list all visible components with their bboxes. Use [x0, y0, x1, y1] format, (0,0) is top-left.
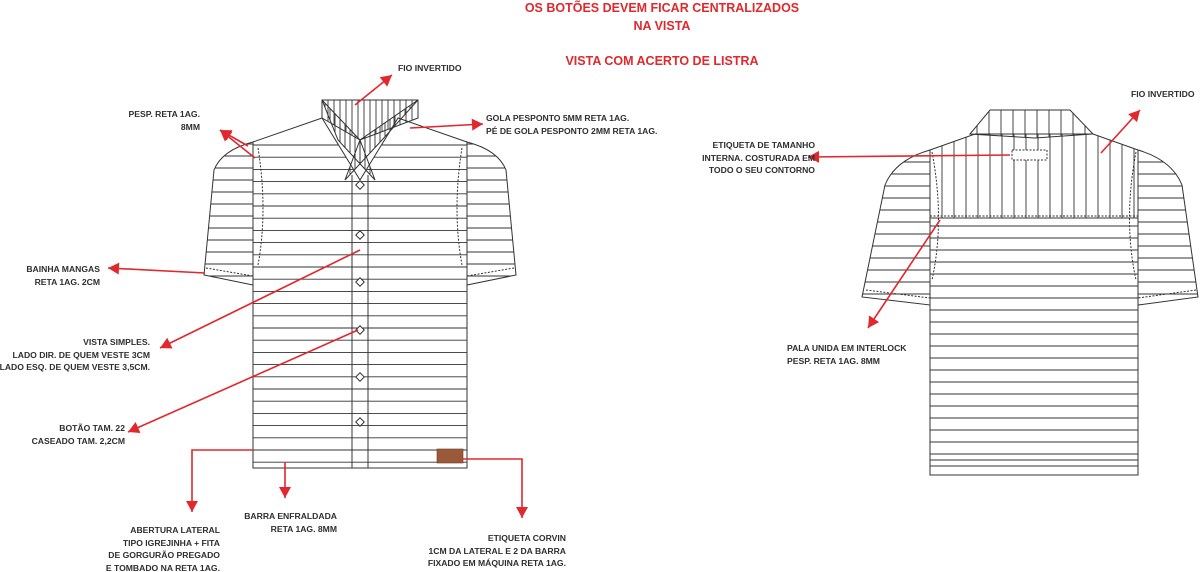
arrow-vista-line	[159, 249, 361, 349]
corvin-label	[436, 448, 464, 464]
back-right-sleeve-hem-stitch	[1137, 289, 1197, 299]
arrow-abertura	[186, 449, 253, 512]
back-right-sleeve-outline	[1137, 149, 1199, 306]
back-body-stripes	[930, 225, 1138, 467]
arrow-botao-head	[128, 422, 141, 434]
back-yoke-stripes	[930, 134, 1135, 218]
arrow-pala	[867, 219, 941, 329]
arrow-bainha	[107, 262, 206, 275]
arrow-corvin-head	[516, 507, 528, 518]
front-right-sleeve-stripes	[467, 143, 516, 277]
button-icon	[355, 230, 365, 240]
label-vista: VISTA SIMPLES.LADO DIR. DE QUEM VESTE 3C…	[0, 337, 150, 372]
front-left-armhole-stitch	[257, 147, 264, 266]
front-right-armhole-stitch	[456, 147, 463, 266]
button-icon	[355, 325, 365, 335]
arrow-etiqueta-tamanho	[807, 150, 1011, 163]
label-front-fio-invertido: FIO INVERTIDO	[398, 63, 462, 73]
label-pesp-reta: PESP. RETA 1AG.8MM	[128, 109, 200, 132]
arrow-abertura-line	[191, 449, 253, 512]
back-right-armhole-stitch	[1129, 151, 1137, 281]
collar-right-point-outline	[344, 99, 419, 181]
arrow-etiqueta-tamanho-head	[808, 150, 820, 163]
arrow-etiqueta-tamanho-line	[807, 154, 1011, 158]
header-line-1: OS BOTÕES DEVEM FICAR CENTRALIZADOS	[524, 1, 800, 15]
arrow-pala-line	[867, 219, 941, 329]
back-left-armhole-stitch	[931, 151, 939, 281]
front-left-sleeve-hem-stitch	[205, 267, 254, 277]
arrow-corvin-line	[462, 458, 523, 518]
arrow-vista	[159, 249, 361, 349]
back-body-outline	[929, 217, 1139, 476]
back-collar-outline	[968, 109, 1095, 139]
back-right-sleeve-stripes	[1138, 150, 1198, 295]
arrow-corvin	[462, 458, 528, 518]
arrow-vista-head	[160, 337, 173, 349]
arrow-pala-head	[868, 315, 880, 328]
arrow-botao	[127, 329, 359, 434]
front-left-sleeve-stripes	[204, 143, 253, 277]
arrow-botao-line	[127, 329, 359, 433]
collar-stand-outline	[321, 99, 419, 141]
back-left-sleeve-hem-stitch	[865, 289, 931, 299]
arrow-barra-head	[279, 487, 291, 498]
arrow-back-fio-invertido	[1100, 109, 1141, 154]
button-icon	[355, 417, 365, 427]
front-right-sleeve-outline	[466, 141, 517, 286]
front-right-sleeve-hem-stitch	[466, 267, 515, 277]
arrow-barra	[279, 462, 291, 498]
front-body-outline	[252, 117, 468, 469]
arrow-bainha-line	[107, 267, 206, 274]
arrow-abertura-head	[186, 501, 198, 512]
back-left-sleeve-outline	[861, 149, 931, 306]
label-gola: GOLA PESPONTO 5MM RETA 1AG.PÉ DE GOLA PE…	[486, 113, 658, 136]
collar-left-point-outline	[321, 99, 376, 181]
arrow-front-fio-invertido-head	[379, 75, 392, 87]
back-left-sleeve-stripes	[862, 150, 930, 295]
button-icon	[355, 180, 365, 190]
arrow-gola-line	[409, 123, 484, 129]
button-icon	[355, 372, 365, 382]
arrow-gola	[409, 118, 484, 131]
header-line-2: NA VISTA	[633, 19, 691, 33]
front-body-stripes	[253, 144, 467, 463]
arrow-pesp-reta-b	[219, 129, 249, 147]
button-icon	[355, 277, 365, 287]
arrow-back-fio-invertido-head	[1128, 110, 1140, 123]
arrow-bainha-head	[108, 262, 120, 275]
label-back-fio-invertido: FIO INVERTIDO	[1131, 89, 1195, 99]
arrow-front-fio-invertido	[354, 74, 393, 106]
size-label-outline	[1011, 149, 1048, 161]
header-line-3: VISTA COM ACERTO DE LISTRA	[565, 54, 759, 68]
arrow-gola-head	[471, 118, 483, 131]
arrow-pesp-reta-b-head	[220, 130, 233, 141]
